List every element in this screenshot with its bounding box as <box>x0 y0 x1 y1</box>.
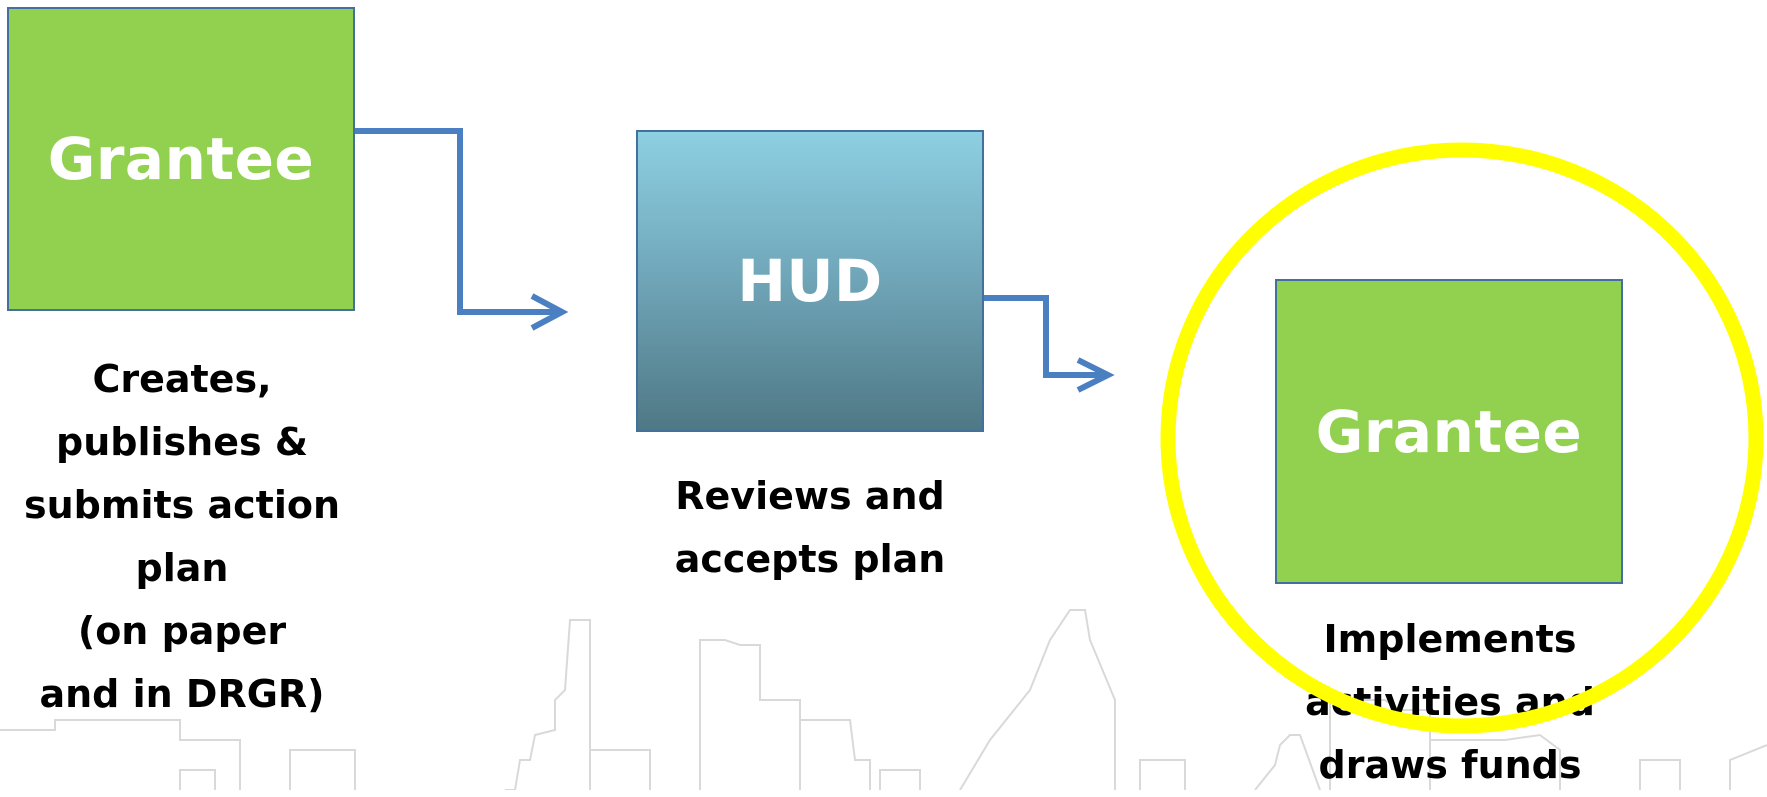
grantee-box-2: Grantee <box>1275 279 1623 584</box>
grantee-box-2-label: Grantee <box>1315 397 1583 466</box>
hud-step-description: Reviews and accepts plan <box>674 474 946 581</box>
grantee-box-1-label: Grantee <box>47 125 315 193</box>
hud-box-label: HUD <box>737 247 883 315</box>
grantee-box-1: Grantee <box>7 7 355 311</box>
grantee-step-1-description: Creates, publishes & submits action plan… <box>23 357 341 716</box>
hud-box: HUD <box>636 130 984 432</box>
grantee-step-3-description: Implements activities and draws funds <box>1305 617 1595 787</box>
